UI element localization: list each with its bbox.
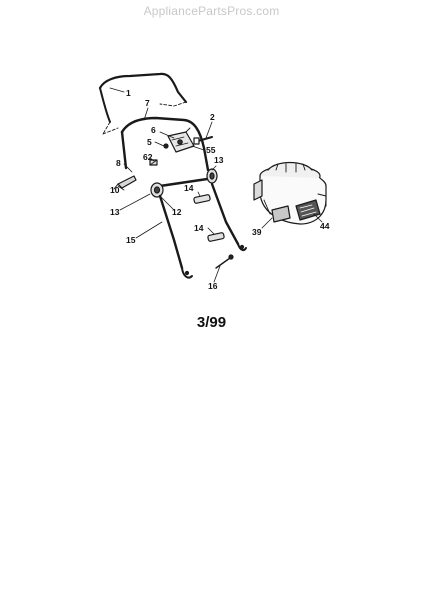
callout-16: 16: [208, 281, 218, 291]
lower-handle: [158, 182, 247, 279]
callout-6: 6: [151, 125, 156, 135]
knob-right: [206, 168, 218, 184]
clip-upper: [193, 194, 211, 204]
callout-55: 55: [206, 145, 216, 155]
engine: [253, 161, 327, 225]
callout-13-lower: 13: [110, 207, 120, 217]
pin: [215, 254, 234, 269]
callout-13-upper: 13: [214, 155, 224, 165]
leader-lines: [109, 87, 323, 283]
lever: [113, 175, 137, 190]
callout-12: 12: [172, 207, 182, 217]
callout-39: 39: [252, 227, 262, 237]
callout-14-lower: 14: [194, 223, 204, 233]
cross-bar: [158, 176, 216, 188]
callout-15: 15: [126, 235, 136, 245]
control-bracket: [167, 127, 195, 153]
callout-62: 62: [143, 152, 153, 162]
knob-left: [150, 182, 164, 198]
clip-lower: [207, 232, 225, 242]
watermark: AppliancePartsPros.com: [143, 4, 280, 18]
callout-5: 5: [147, 137, 152, 147]
callout-44: 44: [320, 221, 330, 231]
callout-2: 2: [210, 112, 215, 122]
upper-handle: [98, 72, 188, 135]
nut: [163, 143, 169, 149]
date-code: 3/99: [196, 314, 227, 331]
callout-14-upper: 14: [184, 183, 194, 193]
callout-7: 7: [145, 98, 150, 108]
callout-10: 10: [110, 185, 120, 195]
callout-8: 8: [116, 158, 121, 168]
spacer: [149, 159, 158, 166]
callout-labels: 1 7 2 6 5 55 62 8 13 10 13 12 14 15 14 1…: [110, 88, 330, 291]
callout-1: 1: [126, 88, 131, 98]
bolt: [193, 136, 213, 145]
middle-handle: [120, 116, 210, 172]
